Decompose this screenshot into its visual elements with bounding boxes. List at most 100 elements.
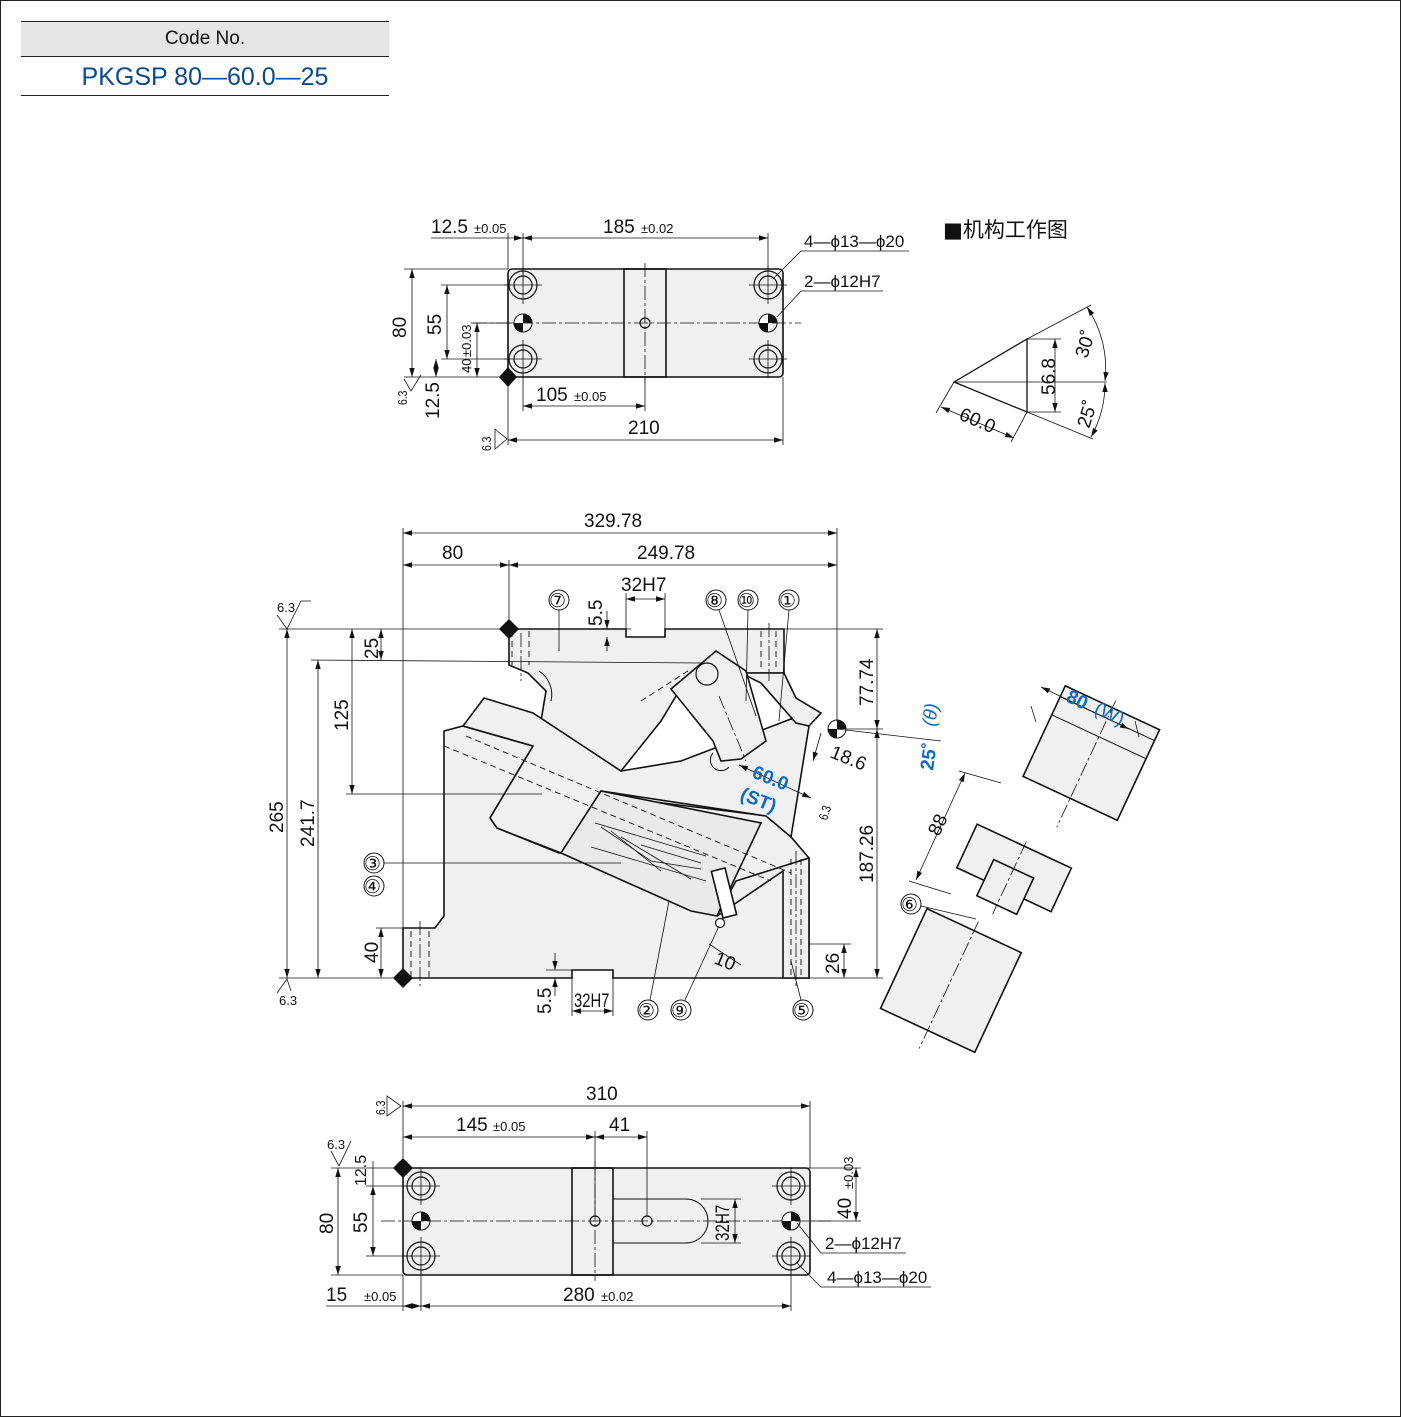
svg-text:④: ④	[364, 877, 381, 898]
dim-280: 280	[563, 1285, 595, 1306]
mech-dim-60: 60.0	[956, 404, 998, 438]
balloon-7: ⑦	[548, 589, 570, 651]
svg-text:⑧: ⑧	[706, 591, 723, 612]
dim-55-bottom: 55	[351, 1212, 372, 1233]
roughness-icon	[386, 1095, 402, 1117]
pin-note-bottom: 2—ϕ12H7	[825, 1234, 902, 1253]
dim-32h7-bot: 32H7	[574, 990, 609, 1011]
cam-slider	[461, 697, 810, 854]
balloon-10: ⑩	[737, 589, 759, 702]
svg-text:⑨: ⑨	[671, 1001, 688, 1022]
datum-pin-icon	[758, 313, 778, 333]
side-view: 80 (W) 88 ⑥	[879, 684, 1161, 1054]
dim-25: 25	[362, 638, 383, 659]
mech-angle-30: 30˚	[1072, 328, 1100, 361]
bottom-view: 310 145 ±0.05 41 280 ±0.02 15 ±0.05 80	[317, 1084, 931, 1311]
tol-185: ±0.02	[641, 221, 673, 236]
tol-145: ±0.05	[493, 1119, 525, 1134]
dim-55: 55	[425, 314, 446, 335]
svg-text:⑩: ⑩	[738, 591, 755, 612]
tol-40-bottom: ±0.03	[841, 1157, 856, 1189]
datum-pin-icon	[513, 313, 533, 333]
tol-280: ±0.02	[601, 1289, 633, 1304]
dim-329-78: 329.78	[584, 511, 642, 532]
svg-text:①: ①	[779, 591, 796, 612]
angle-label: (θ)	[919, 702, 943, 728]
dim-32h7-bottom: 32H7	[711, 1205, 733, 1241]
holes-note: 4—ϕ13—ϕ20	[804, 232, 904, 251]
dim-210: 210	[628, 418, 660, 439]
dim-265: 265	[267, 801, 288, 833]
dim-40-front: 40	[362, 942, 383, 963]
balloon-8: ⑧	[705, 589, 757, 717]
retainer-plate	[710, 867, 738, 919]
datum-corner-icon	[393, 1158, 413, 1178]
svg-text:⑤: ⑤	[793, 1001, 810, 1022]
rough-b: 6.3	[480, 436, 494, 451]
svg-text:③: ③	[364, 854, 381, 875]
svg-text:⑥: ⑥	[901, 895, 918, 916]
dim-15: 15	[326, 1285, 347, 1306]
dim-40-bottom: 40	[835, 1198, 856, 1219]
rough-bot: 6.3	[279, 993, 297, 1008]
balloon-4: ④	[363, 875, 385, 898]
dim-5-5-bot: 5.5	[535, 988, 556, 1014]
mech-angle-25: 25˚	[1074, 398, 1102, 431]
rough-b-bottom: 6.3	[374, 1100, 388, 1115]
top-view: 12.5 ±0.05 185 ±0.02 105 ±0.05 210 80 55…	[390, 217, 909, 451]
dim-41: 41	[609, 1115, 630, 1136]
rough-slide: 6.3	[816, 803, 834, 822]
datum-corner-icon	[393, 968, 413, 988]
dim-80-front: 80	[442, 543, 463, 564]
dim-185: 185	[603, 217, 635, 238]
dim-12-5-v: 12.5	[423, 382, 444, 419]
roughness-icon	[494, 428, 508, 450]
dim-105: 105	[536, 385, 568, 406]
dim-187-26: 187.26	[857, 825, 878, 883]
datum-pin-icon	[411, 1211, 431, 1231]
cam-bracket	[669, 650, 767, 762]
dim-18-6: 18.6	[827, 742, 869, 775]
angle-value: 25˚	[917, 742, 942, 772]
tol-12-5: ±0.05	[474, 221, 506, 236]
tol-40: ±0.03	[459, 325, 474, 357]
rough-a: 6.3	[396, 390, 410, 405]
code-label: Code No.	[21, 21, 389, 57]
balloon-3: ③	[363, 852, 621, 875]
dim-5-5-top: 5.5	[586, 600, 607, 626]
svg-text:⑦: ⑦	[549, 591, 566, 612]
dim-88: 88	[924, 811, 952, 839]
tol-105: ±0.05	[574, 389, 606, 404]
dim-26: 26	[823, 953, 844, 974]
front-view: 329.78 80 249.78 32H7 5.5 265 241.7 125	[267, 511, 943, 1022]
dim-310: 310	[586, 1084, 618, 1105]
balloon-5: ⑤	[790, 960, 814, 1022]
dim-77-74: 77.74	[857, 658, 878, 706]
dim-40: 40	[459, 359, 474, 373]
rough-top: 6.3	[277, 600, 295, 615]
bottom-plate	[402, 1167, 811, 1276]
bottom-plate-slot	[571, 1167, 614, 1276]
balloon-2: ②	[637, 900, 670, 1022]
diagram-title: ■机构工作图	[943, 218, 1068, 242]
dim-241-7: 241.7	[298, 799, 319, 847]
mechanism-diagram: 56.8 60.0 30˚ 25˚	[935, 304, 1109, 443]
dim-12-5-bottom: 12.5	[353, 1155, 370, 1186]
dim-249-78: 249.78	[637, 543, 695, 564]
center-pin-hole	[639, 317, 651, 329]
balloon-1: ①	[778, 589, 800, 722]
datum-pin-icon	[781, 1211, 801, 1231]
pin-note: 2—ϕ12H7	[804, 272, 881, 291]
dim-80-bottom: 80	[317, 1213, 338, 1234]
roughness-icon	[276, 978, 292, 994]
svg-text:②: ②	[638, 1001, 655, 1022]
tol-15: ±0.05	[364, 1289, 396, 1304]
dim-80: 80	[390, 317, 411, 338]
code-value: PKGSP 80—60.0—25	[21, 57, 389, 96]
datum-corner-icon	[499, 367, 517, 387]
code-number-box: Code No. PKGSP 80—60.0—25	[21, 21, 389, 96]
mech-dim-56-8: 56.8	[1039, 358, 1060, 395]
dim-145: 145	[456, 1115, 488, 1136]
